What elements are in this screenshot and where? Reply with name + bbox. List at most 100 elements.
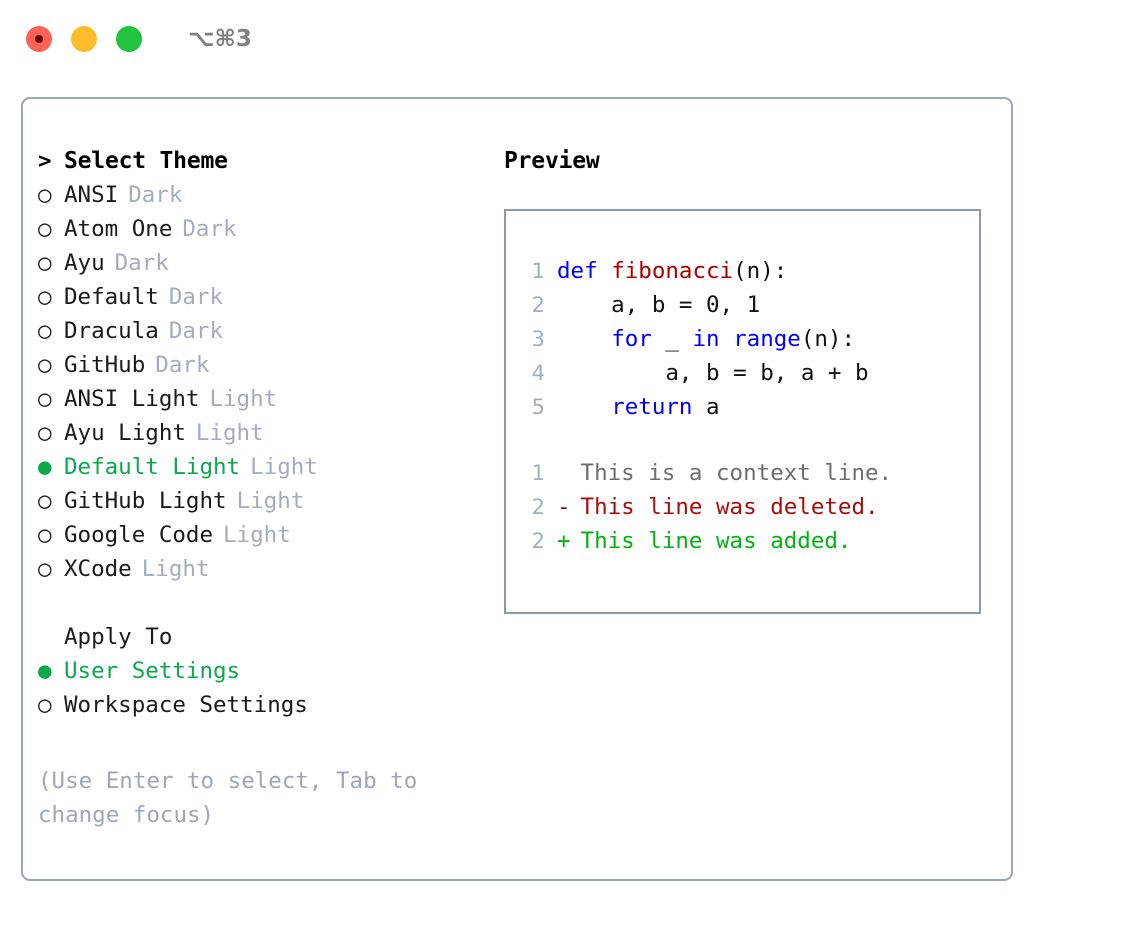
token-plain: (n): bbox=[800, 326, 856, 352]
select-theme-header: > Select Theme bbox=[38, 148, 468, 182]
token-plain bbox=[557, 394, 611, 420]
theme-variant-tag: Dark bbox=[114, 250, 169, 276]
line-number: 5 bbox=[531, 395, 545, 419]
token-plain: _ bbox=[651, 326, 693, 352]
theme-label: Default Light bbox=[64, 454, 241, 480]
token-plain: a, b = 0, 1 bbox=[557, 292, 761, 318]
line-number: 2 bbox=[531, 495, 545, 519]
diff-sign: - bbox=[557, 494, 571, 520]
code-row: 4 a, b = b, a + b bbox=[517, 360, 973, 394]
theme-variant-tag: Dark bbox=[168, 318, 224, 344]
theme-label: ANSI bbox=[64, 182, 119, 208]
theme-option-xcode[interactable]: ○ XCode Light bbox=[38, 556, 468, 590]
right-column: Preview 1 def fibonacci(n): 2 a, b = 0, … bbox=[504, 148, 984, 614]
theme-label: Google Code bbox=[64, 522, 214, 548]
theme-option-github-dark[interactable]: ○ GitHub Dark bbox=[38, 352, 468, 386]
minimize-button[interactable] bbox=[71, 26, 97, 52]
theme-variant-tag: Light bbox=[195, 420, 264, 446]
code-diff-gap bbox=[517, 428, 973, 460]
caret-icon: > bbox=[38, 148, 52, 174]
radio-unselected-icon[interactable]: ○ bbox=[38, 250, 52, 276]
theme-option-atom-one-dark[interactable]: ○ Atom One Dark bbox=[38, 216, 468, 250]
apply-to-header: o Apply To bbox=[38, 624, 468, 658]
token-plain: (n): bbox=[733, 258, 788, 284]
code-row: 5 return a bbox=[517, 394, 973, 428]
theme-label: GitHub Light bbox=[64, 488, 227, 514]
radio-unselected-icon[interactable]: ○ bbox=[38, 522, 52, 548]
line-number: 4 bbox=[531, 361, 545, 385]
theme-option-default-light[interactable]: ● Default Light Light bbox=[38, 454, 468, 488]
diff-row-deleted: 2 - This line was deleted. bbox=[517, 494, 973, 528]
code-content: for _ in range(n): bbox=[557, 326, 855, 352]
theme-option-ayu-dark[interactable]: ○ Ayu Dark bbox=[38, 250, 468, 284]
token-function: fibonacci bbox=[611, 258, 734, 284]
line-number: 3 bbox=[531, 327, 545, 351]
spacer-icon: o bbox=[38, 626, 64, 649]
theme-option-github-light[interactable]: ○ GitHub Light Light bbox=[38, 488, 468, 522]
code-sample: 1 def fibonacci(n): 2 a, b = 0, 1 3 for … bbox=[517, 258, 973, 562]
theme-variant-tag: Light bbox=[141, 556, 210, 582]
theme-label: Default bbox=[64, 284, 159, 310]
radio-unselected-icon[interactable]: ○ bbox=[38, 318, 52, 344]
left-column: > Select Theme ○ ANSI Dark ○ Atom One Da… bbox=[38, 148, 468, 726]
theme-label: Ayu Light bbox=[64, 420, 186, 446]
diff-content: This line was deleted. bbox=[580, 494, 879, 520]
main-panel: > Select Theme ○ ANSI Dark ○ Atom One Da… bbox=[21, 97, 1013, 881]
close-button[interactable] bbox=[26, 26, 52, 52]
radio-unselected-icon[interactable]: ○ bbox=[38, 488, 52, 514]
line-number: 2 bbox=[531, 529, 545, 553]
maximize-button[interactable] bbox=[116, 26, 142, 52]
preview-box: 1 def fibonacci(n): 2 a, b = 0, 1 3 for … bbox=[504, 209, 981, 614]
apply-to-option-user-settings[interactable]: ● User Settings bbox=[38, 658, 468, 692]
radio-unselected-icon[interactable]: ○ bbox=[38, 386, 52, 412]
token-plain bbox=[720, 326, 734, 352]
radio-unselected-icon[interactable]: ○ bbox=[38, 182, 52, 208]
token-keyword: in bbox=[692, 326, 720, 352]
diff-row-added: 2 + This line was added. bbox=[517, 528, 973, 562]
radio-selected-icon[interactable]: ● bbox=[38, 454, 52, 480]
code-row: 2 a, b = 0, 1 bbox=[517, 292, 973, 326]
token-plain: a, b = b, a + b bbox=[557, 360, 869, 386]
token-keyword: for bbox=[611, 326, 652, 352]
token-plain bbox=[557, 326, 611, 352]
title-bar: ⌥⌘3 bbox=[0, 0, 1140, 78]
token-keyword: return bbox=[611, 394, 693, 420]
theme-variant-tag: Dark bbox=[168, 284, 224, 310]
theme-label: Ayu bbox=[64, 250, 105, 276]
code-row: 3 for _ in range(n): bbox=[517, 326, 973, 360]
code-content: a, b = 0, 1 bbox=[557, 292, 760, 318]
theme-label: Atom One bbox=[64, 216, 173, 242]
code-row: 1 def fibonacci(n): bbox=[517, 258, 973, 292]
code-content: a, b = b, a + b bbox=[557, 360, 869, 386]
apply-to-option-workspace-settings[interactable]: ○ Workspace Settings bbox=[38, 692, 468, 726]
list-spacer bbox=[38, 590, 468, 624]
theme-option-dracula-dark[interactable]: ○ Dracula Dark bbox=[38, 318, 468, 352]
theme-label: ANSI Light bbox=[64, 386, 200, 412]
radio-selected-icon[interactable]: ● bbox=[38, 658, 52, 684]
token-plain: a bbox=[692, 394, 720, 420]
token-builtin: range bbox=[733, 326, 801, 352]
theme-option-default-dark[interactable]: ○ Default Dark bbox=[38, 284, 468, 318]
code-content: def fibonacci(n): bbox=[557, 258, 787, 284]
theme-variant-tag: Light bbox=[250, 454, 318, 480]
radio-unselected-icon[interactable]: ○ bbox=[38, 556, 52, 582]
radio-unselected-icon[interactable]: ○ bbox=[38, 216, 52, 242]
radio-unselected-icon[interactable]: ○ bbox=[38, 420, 52, 446]
line-number: 1 bbox=[531, 461, 545, 485]
diff-content: This line was added. bbox=[580, 528, 852, 554]
theme-option-ayu-light[interactable]: ○ Ayu Light Light bbox=[38, 420, 468, 454]
theme-option-ansi-light[interactable]: ○ ANSI Light Light bbox=[38, 386, 468, 420]
radio-unselected-icon[interactable]: ○ bbox=[38, 692, 52, 718]
token-keyword: def bbox=[557, 258, 598, 284]
select-theme-title: Select Theme bbox=[64, 148, 228, 174]
theme-option-google-code[interactable]: ○ Google Code Light bbox=[38, 522, 468, 556]
radio-unselected-icon[interactable]: ○ bbox=[38, 284, 52, 310]
theme-option-ansi-dark[interactable]: ○ ANSI Dark bbox=[38, 182, 468, 216]
theme-variant-tag: Light bbox=[223, 522, 291, 548]
radio-unselected-icon[interactable]: ○ bbox=[38, 352, 52, 378]
theme-variant-tag: Dark bbox=[182, 216, 237, 242]
theme-label: Dracula bbox=[64, 318, 159, 344]
line-number: 1 bbox=[531, 259, 545, 283]
theme-variant-tag: Dark bbox=[155, 352, 210, 378]
